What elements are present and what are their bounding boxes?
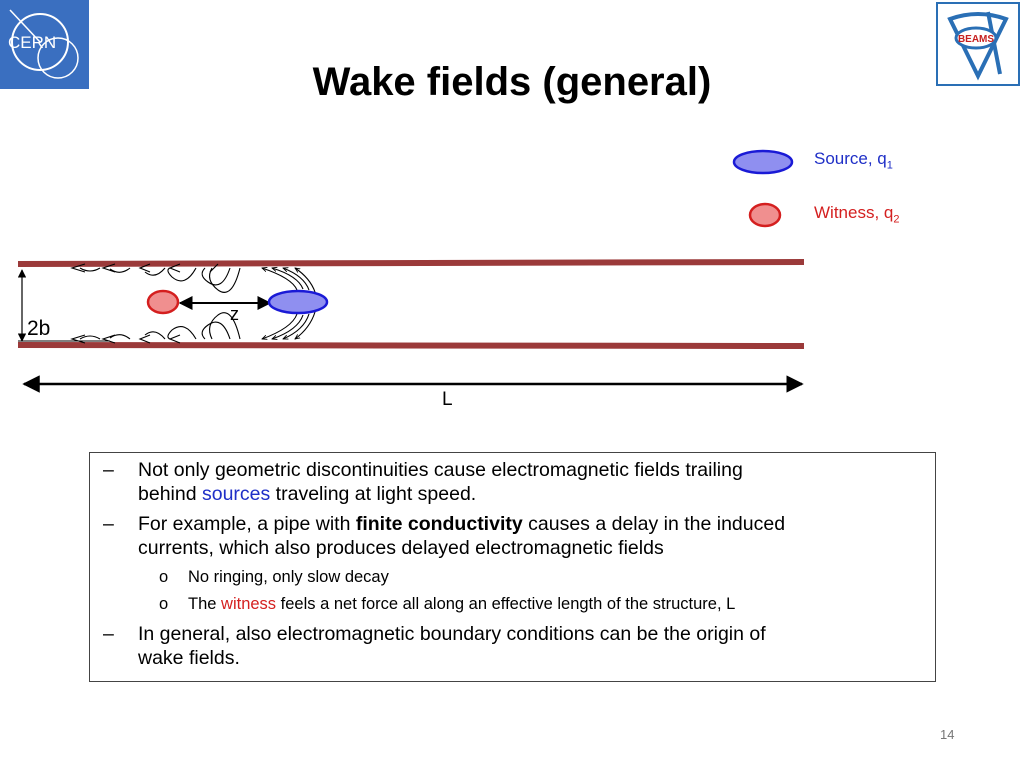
- slide-title: Wake fields (general): [312, 60, 712, 104]
- beams-logo-text: BEAMS: [958, 34, 994, 45]
- wake-field-diagram: [17, 149, 805, 393]
- distance-label: z: [230, 304, 239, 324]
- bullet-3-line-2: wake fields.: [138, 647, 240, 669]
- bullet-3-line-1: In general, also electromagnetic boundar…: [138, 623, 766, 645]
- bullet-1-line-2: behind sources traveling at light speed.: [138, 483, 477, 505]
- beams-logo-graphic: BEAMS: [947, 11, 1009, 81]
- witness-highlight: witness: [221, 595, 277, 613]
- cern-logo-graphic: CERN: [8, 9, 79, 79]
- sub-bullet-1: o No ringing, only slow decay: [159, 566, 919, 588]
- cern-logo-text: CERN: [8, 33, 56, 52]
- source-field-lines: [262, 268, 316, 339]
- bullet-1-line-1: Not only geometric discontinuities cause…: [138, 459, 743, 481]
- bullet-1: – Not only geometric discontinuities cau…: [103, 458, 923, 506]
- pipe-diameter-label: 2b: [27, 317, 51, 340]
- page-number: 14: [940, 727, 955, 742]
- pipe-upper-wall: [17, 259, 805, 267]
- sub-bullet-marker: o: [159, 595, 169, 613]
- legend-source-label: Source, q1: [814, 149, 893, 172]
- wake-field-lines: [70, 263, 241, 344]
- sub-bullet-marker: o: [159, 568, 169, 586]
- legend-witness-marker: [748, 202, 782, 228]
- bullet-2-line-2: currents, which also produces delayed el…: [138, 537, 664, 559]
- bullet-2: – For example, a pipe with finite conduc…: [103, 512, 923, 560]
- sub-bullet-2: o The witness feels a net force all alon…: [159, 593, 919, 615]
- bullet-dash: –: [103, 459, 114, 481]
- sources-highlight: sources: [201, 483, 271, 505]
- pipe-lower-wall: [17, 342, 805, 349]
- legend-source-marker: [732, 149, 794, 175]
- legend-witness-label: Witness, q2: [814, 203, 900, 226]
- bullet-dash: –: [103, 623, 114, 645]
- source-charge: [267, 289, 329, 315]
- bullet-2-line-1: For example, a pipe with finite conducti…: [138, 513, 786, 535]
- finite-conductivity-bold: finite conductivity: [355, 513, 523, 535]
- witness-charge: [146, 289, 180, 315]
- cern-logo: CERN: [0, 0, 89, 89]
- bullet-3: – In general, also electromagnetic bound…: [103, 622, 923, 670]
- sub-bullet-2-text: The witness feels a net force all along …: [188, 595, 736, 613]
- bullet-dash: –: [103, 513, 114, 535]
- bullet-text-box: – Not only geometric discontinuities cau…: [89, 452, 936, 682]
- length-label: L: [442, 389, 453, 410]
- beams-logo: BEAMS: [936, 2, 1020, 86]
- sub-bullet-1-text: No ringing, only slow decay: [188, 568, 389, 586]
